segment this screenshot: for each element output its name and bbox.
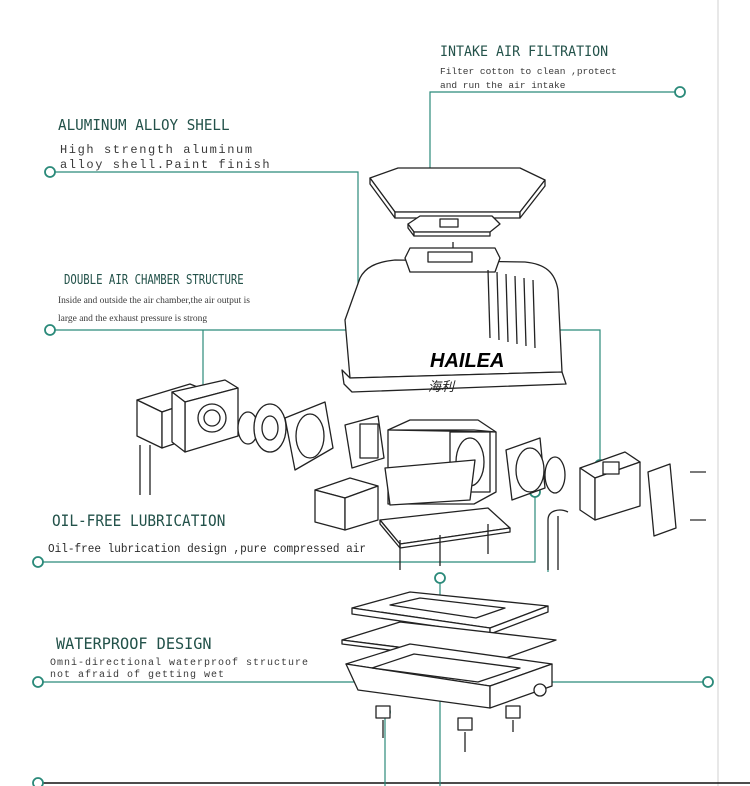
shell-desc-2: alloy shell.Paint finish — [60, 158, 272, 172]
intake-desc-1: Filter cotton to clean ,protect — [440, 66, 617, 77]
oilfree-title: OIL-FREE LUBRICATION — [52, 511, 226, 530]
diaphragm-left — [237, 401, 385, 471]
diaphragm-right — [505, 437, 566, 501]
left-pipe — [139, 445, 151, 495]
oilfree-desc-1: Oil-free lubrication design ,pure compre… — [48, 542, 367, 556]
intake-desc-2: and run the air intake — [440, 80, 566, 91]
right-screws — [690, 471, 706, 521]
motor-body — [384, 419, 497, 506]
waterproof-desc-1: Omni-directional waterproof structure — [50, 658, 310, 669]
right-end-block — [579, 451, 677, 537]
brand-logo: HAILEA — [430, 350, 505, 372]
shell-desc-1: High strength aluminum — [60, 143, 254, 157]
left-end-block — [136, 379, 239, 453]
coil — [314, 477, 379, 531]
chamber-title: DOUBLE AIR CHAMBER STRUCTURE — [64, 273, 244, 288]
right-pipe — [547, 509, 569, 570]
chamber-desc-1: Inside and outside the air chamber,the a… — [58, 296, 250, 306]
waterproof-title: WATERPROOF DESIGN — [56, 634, 212, 653]
gasket-frame — [351, 591, 549, 635]
feet — [375, 705, 521, 752]
base-tray — [345, 643, 553, 709]
chamber-desc-2: large and the exhaust pressure is strong — [58, 314, 208, 324]
waterproof-desc-2: not afraid of getting wet — [50, 670, 226, 681]
filter-cover — [369, 167, 546, 219]
aluminum-shell — [341, 247, 567, 393]
filter-pad — [407, 215, 501, 237]
shell-title: ALUMINUM ALLOY SHELL — [58, 116, 230, 134]
pump-drawing — [136, 167, 706, 752]
brand-logo-sub: 海利 — [428, 380, 455, 395]
intake-title: INTAKE AIR FILTRATION — [440, 44, 609, 60]
circuit-board — [379, 507, 511, 570]
